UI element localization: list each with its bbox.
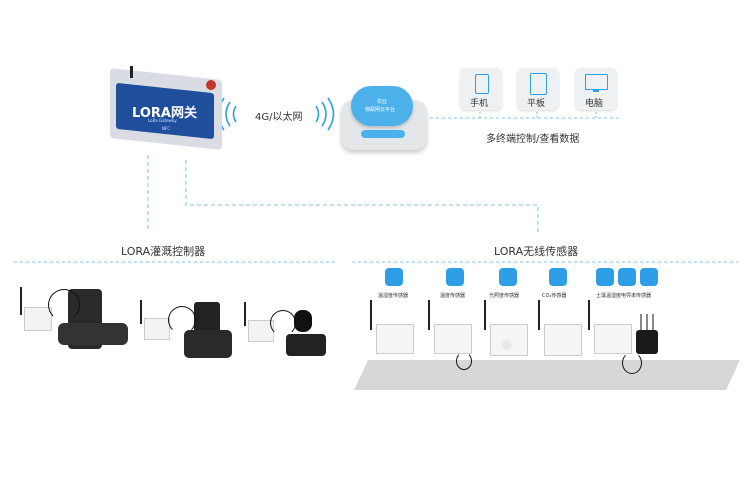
soil-moisture-icon (618, 268, 636, 286)
terminal-tablet: 平板 (517, 68, 559, 110)
sensor-device-temp-humidity (370, 300, 418, 360)
irrigation-controller-3 (242, 300, 332, 365)
gateway-logo-icon (206, 80, 216, 90)
controller-section-title: LORA灌溉控制器 (121, 245, 206, 258)
gateway-antenna (130, 66, 133, 78)
valve-icon (294, 310, 312, 332)
terminal-tablet-label: 平板 (527, 99, 546, 109)
soil-conductivity-icon (640, 268, 658, 286)
terminal-phone: 手机 (460, 68, 502, 110)
soil-thermometer-icon (596, 268, 614, 286)
network-label: 4G/以太网 (255, 112, 303, 123)
sensor-label: 土壤温湿度电导率传感器 (596, 293, 652, 299)
phone-icon (475, 74, 489, 94)
gateway-nfc: NFC (162, 126, 171, 131)
terminals-caption: 多终端控制/查看数据 (486, 134, 580, 145)
cloud-icon (351, 86, 413, 126)
monitor-icon (585, 74, 608, 90)
thermometer-icon (446, 268, 464, 286)
sensor-shelf (354, 360, 740, 390)
tablet-icon (530, 73, 547, 95)
sensor-section-title: LORA无线传感器 (494, 245, 579, 258)
cloud-line1: 农业 (377, 99, 388, 105)
sensor-label: CO₂传感器 (542, 293, 567, 299)
cloud-platform: 农业 物联网云平台 (337, 84, 429, 154)
sensor-label: 光照度传感器 (489, 293, 520, 299)
terminal-computer-label: 电脑 (585, 99, 604, 109)
terminal-computer: 电脑 (575, 68, 617, 110)
wireless-waves-right (315, 97, 335, 131)
sensor-device-light (484, 300, 530, 360)
sensor-label: 温湿度传感器 (378, 293, 409, 299)
terminal-phone-label: 手机 (470, 99, 489, 109)
gateway-title: LORA网关 (132, 106, 197, 121)
sensor-device-co2 (538, 300, 584, 360)
irrigation-controller-2 (138, 298, 238, 363)
cloud-co2-icon (549, 268, 567, 286)
valve-icon (194, 302, 220, 332)
gateway-subtitle: LoRa Gateway (148, 118, 177, 123)
lora-gateway: LORA网关 LoRa Gateway NFC (110, 66, 222, 150)
irrigation-controller-1 (18, 285, 130, 360)
sensor-label: 温度传感器 (440, 293, 466, 299)
sun-icon (499, 268, 517, 286)
sensor-device-soil (588, 300, 660, 378)
sensor-device-temperature (428, 300, 478, 375)
cloud-line2: 物联网云平台 (365, 107, 396, 113)
gateway-to-sensors-line (185, 160, 539, 232)
thermometer-humidity-icon (385, 268, 403, 286)
